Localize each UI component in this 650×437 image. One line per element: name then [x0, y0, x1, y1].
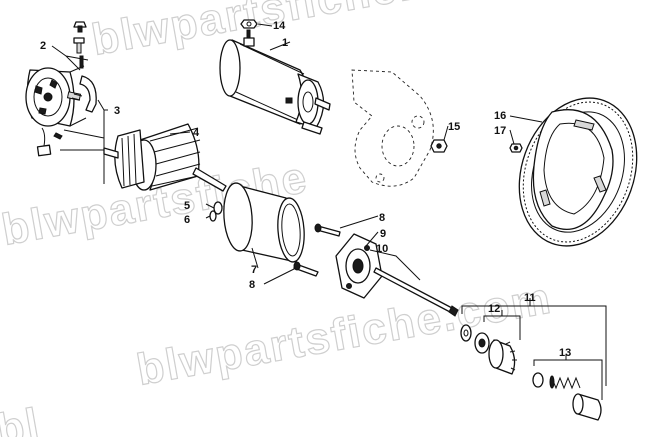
- brush-holder-end-plate: [25, 65, 97, 127]
- callout-15: 15: [448, 121, 460, 133]
- callout-10: 10: [376, 243, 388, 255]
- callout-11: 11: [524, 292, 536, 304]
- callout-6: 6: [184, 214, 190, 226]
- callout-1: 1: [282, 37, 288, 49]
- part-2-screws: [73, 21, 87, 69]
- callout-12: 12: [488, 303, 500, 315]
- callout-8-upper: 8: [379, 212, 385, 224]
- callout-4: 4: [193, 127, 200, 139]
- through-bolt: [373, 267, 459, 317]
- drive-gear-assembly: [460, 324, 602, 421]
- brush-small: [36, 127, 63, 157]
- callout-8-lower: 8: [249, 279, 255, 291]
- callout-7: 7: [251, 264, 257, 276]
- engine-mounting-bracket: [351, 69, 434, 187]
- watermark-text-4: bl: [0, 399, 44, 437]
- washer-and-clip: [209, 201, 223, 222]
- callout-2: 2: [40, 40, 46, 52]
- callout-3: 3: [114, 105, 120, 117]
- callout-16: 16: [494, 110, 506, 122]
- leader-lines: [51, 23, 607, 400]
- watermark-text-1: blwpartsfiche.com: [88, 0, 510, 65]
- callout-5: 5: [184, 200, 190, 212]
- terminal-nut: [240, 19, 258, 29]
- watermark-text-3: blwpartsfiche.com: [133, 274, 555, 395]
- ring-gear: [518, 97, 638, 247]
- mounting-nut: [430, 139, 448, 153]
- callout-14: 14: [273, 20, 286, 32]
- callout-9: 9: [380, 228, 386, 240]
- callout-labels: 2 3 4 5 6 7 8 8 9 10 11 12 13 14 1 15 16…: [40, 20, 571, 359]
- washer-part: [460, 324, 472, 342]
- ring-gear-bolt: [509, 143, 523, 153]
- callout-13: 13: [559, 347, 571, 359]
- housing-bolt-upper: [314, 223, 341, 237]
- callout-17: 17: [494, 125, 506, 137]
- housing-bolt-lower: [293, 261, 319, 277]
- starter-motor: [219, 29, 331, 135]
- armature: [103, 123, 227, 192]
